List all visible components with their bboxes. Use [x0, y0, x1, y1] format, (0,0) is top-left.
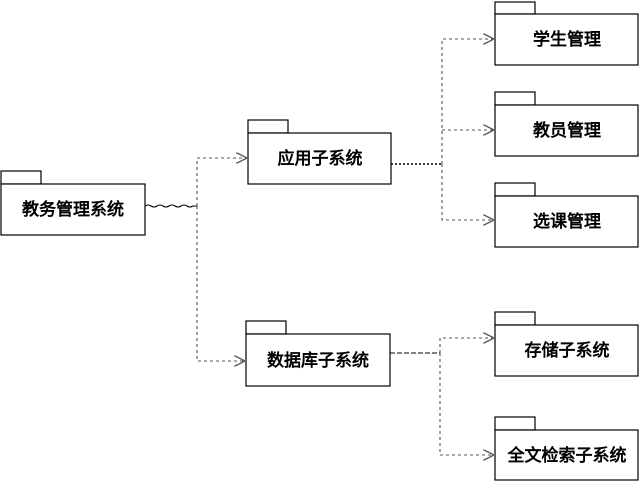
dependency-root-to-db	[196, 206, 244, 361]
dependency-db-to-search	[439, 353, 493, 455]
root-link-wavy	[144, 204, 197, 208]
package-label: 全文检索子系统	[507, 445, 627, 466]
package-tab	[494, 91, 536, 106]
package-tab	[247, 119, 289, 134]
package-app[interactable]: 应用子系统	[247, 119, 392, 185]
package-body	[494, 195, 639, 248]
package-label: 教员管理	[532, 120, 601, 141]
package-label: 教务管理系统	[21, 199, 124, 220]
package-body	[494, 13, 639, 66]
package-body	[245, 333, 391, 387]
package-label: 存储子系统	[525, 340, 610, 361]
package-label: 学生管理	[533, 29, 601, 50]
package-tab	[0, 170, 42, 185]
package-tab	[245, 320, 287, 335]
package-db[interactable]: 数据库子系统	[245, 320, 391, 387]
connectors	[144, 39, 493, 455]
package-body	[0, 183, 146, 236]
package-search[interactable]: 全文检索子系统	[494, 416, 639, 481]
package-tab	[494, 416, 536, 431]
package-label: 选课管理	[533, 211, 601, 232]
package-tab	[494, 182, 536, 197]
package-label: 数据库子系统	[267, 350, 369, 371]
package-body	[494, 429, 639, 481]
package-storage[interactable]: 存储子系统	[494, 311, 639, 377]
package-label: 应用子系统	[278, 148, 363, 169]
dependency-root-to-app	[196, 158, 246, 206]
dependency-app-to-student	[441, 39, 493, 164]
package-tab	[494, 1, 536, 15]
package-teacher[interactable]: 教员管理	[494, 91, 639, 157]
package-course[interactable]: 选课管理	[494, 182, 639, 248]
package-body	[494, 324, 639, 377]
package-body	[247, 132, 392, 185]
package-body	[494, 104, 639, 157]
package-tab	[494, 311, 536, 326]
package-root[interactable]: 教务管理系统	[0, 170, 146, 236]
dependency-app-to-course	[441, 164, 493, 220]
dependency-db-to-storage	[439, 338, 493, 353]
package-student[interactable]: 学生管理	[494, 1, 639, 66]
